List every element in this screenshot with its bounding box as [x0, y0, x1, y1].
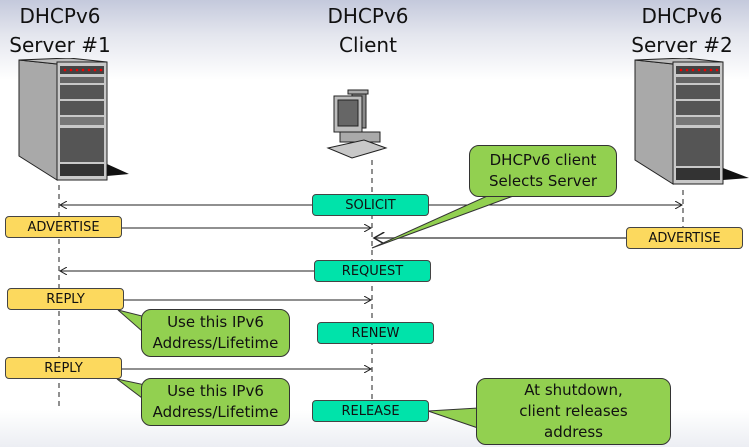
client-computer-icon	[326, 89, 388, 159]
client-title: DHCPv6 Client	[298, 2, 438, 60]
server2-title: DHCPv6 Server #2	[612, 2, 749, 60]
use1-callout-line1: Use this IPv6	[167, 313, 264, 331]
shutdown-callout-line1: At shutdown,	[524, 381, 623, 399]
reply2-message: REPLY	[5, 357, 122, 379]
reply1-message: REPLY	[7, 288, 124, 310]
selects-server-callout: DHCPv6 client Selects Server	[469, 145, 617, 197]
shutdown-callout-tail	[427, 407, 479, 429]
shutdown-callout-line2: client releases	[519, 402, 628, 420]
use-address-callout-2: Use this IPv6 Address/Lifetime	[141, 378, 290, 426]
server1-title: DHCPv6 Server #1	[0, 2, 130, 60]
client-title-line1: DHCPv6	[327, 4, 409, 28]
server1-title-line1: DHCPv6	[19, 4, 101, 28]
use2-callout-line2: Address/Lifetime	[152, 403, 279, 421]
selects-callout-line1: DHCPv6 client	[489, 151, 597, 169]
use1-callout-line2: Address/Lifetime	[152, 334, 279, 352]
server-tower-icon	[634, 58, 749, 185]
advertise1-message: ADVERTISE	[5, 216, 122, 238]
request-message: REQUEST	[314, 260, 431, 282]
release-message: RELEASE	[312, 400, 429, 422]
use2-callout-line1: Use this IPv6	[167, 382, 264, 400]
shutdown-callout-line3: address	[544, 423, 603, 441]
server-tower-icon	[18, 58, 129, 181]
server2-title-line2: Server #2	[631, 33, 733, 57]
server2-title-line1: DHCPv6	[641, 4, 723, 28]
renew-message: RENEW	[317, 322, 434, 344]
advertise2-message: ADVERTISE	[626, 227, 743, 249]
use-address-callout-1: Use this IPv6 Address/Lifetime	[141, 309, 290, 357]
shutdown-callout: At shutdown, client releases address	[476, 378, 671, 445]
solicit-message: SOLICIT	[312, 194, 429, 216]
selects-callout-line2: Selects Server	[488, 172, 598, 190]
client-title-line2: Client	[339, 33, 397, 57]
server1-title-line2: Server #1	[9, 33, 111, 57]
